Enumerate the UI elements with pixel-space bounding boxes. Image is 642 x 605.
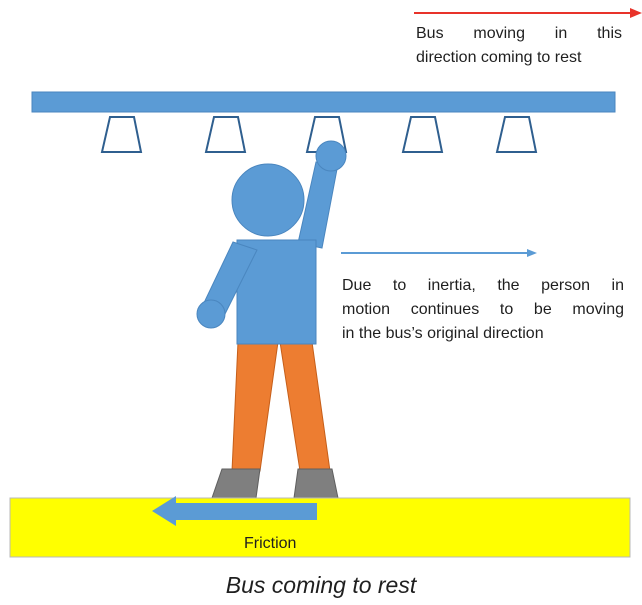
raised-hand <box>315 140 347 172</box>
hanging-handles <box>100 116 538 153</box>
bus-ceiling-bar <box>31 91 616 113</box>
handle-2 <box>204 116 247 153</box>
bus-direction-arrow <box>414 8 642 18</box>
left-leg <box>231 341 279 472</box>
figure-caption: Bus coming to rest <box>225 572 417 598</box>
left-shoe <box>211 468 261 499</box>
bus-floor <box>9 497 631 558</box>
handle-1 <box>100 116 143 153</box>
right-leg <box>279 341 331 472</box>
inertia-label-line2: motion continues to be moving <box>342 301 624 318</box>
inertia-label: Due to inertia, the person in motion con… <box>342 274 624 346</box>
lower-hand <box>196 299 226 329</box>
inertia-label-line3: in the bus’s original direction <box>342 325 544 342</box>
friction-label: Friction <box>244 535 297 552</box>
inertia-label-line1: Due to inertia, the person in <box>342 277 624 294</box>
friction-arrow <box>152 496 317 526</box>
right-shoe <box>293 468 339 499</box>
head <box>231 163 305 237</box>
inertia-arrow <box>341 249 537 257</box>
handle-5 <box>495 116 538 153</box>
handle-4 <box>401 116 444 153</box>
bus-direction-label: Bus moving in this direction coming to r… <box>416 22 622 70</box>
bus-direction-label-line2: direction coming to rest <box>416 49 582 66</box>
bus-direction-label-line1: Bus moving in this <box>416 25 622 42</box>
handle-3 <box>305 116 348 153</box>
person <box>196 140 347 499</box>
